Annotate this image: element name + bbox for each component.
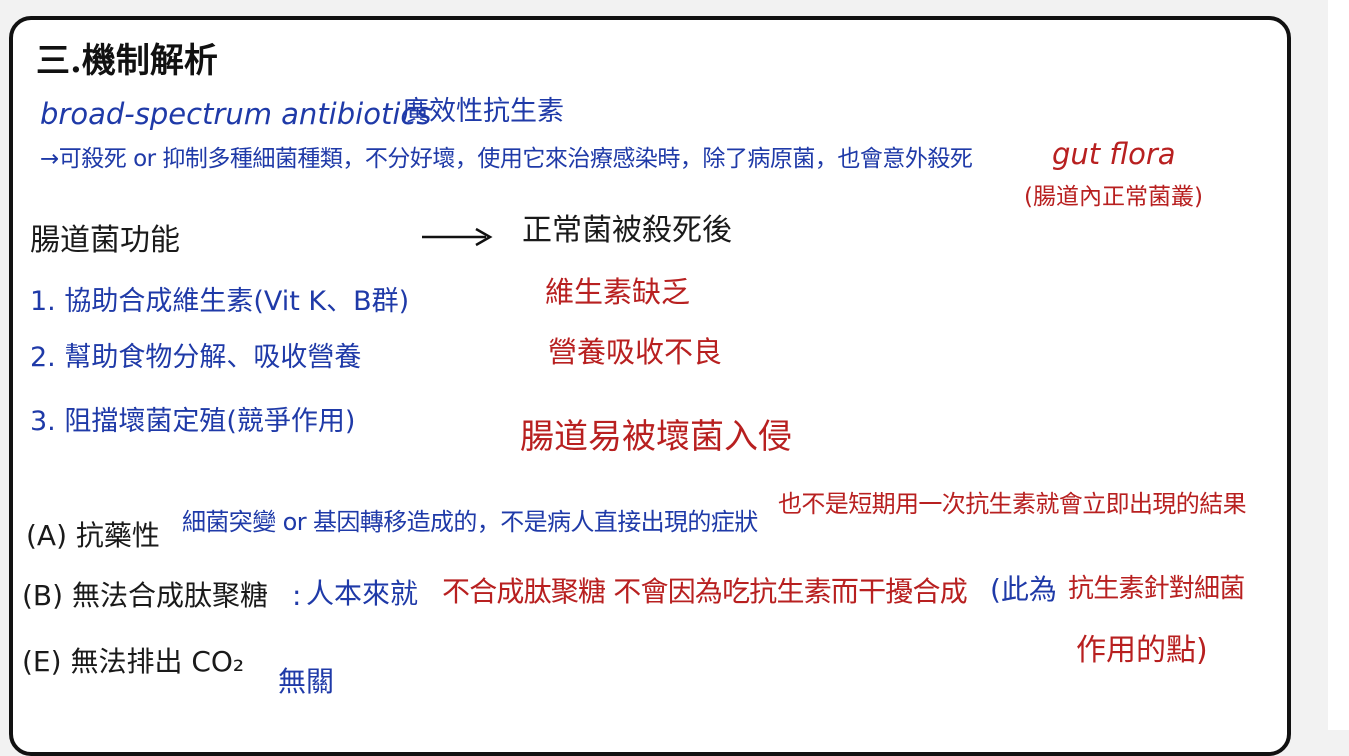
option-b-red-text-2: 抗生素針對細菌 bbox=[1068, 574, 1245, 604]
page: 三.機制解析 broad-spectrum antibiotics 廣效性抗生素… bbox=[9, 0, 1349, 756]
option-a-note: 也不是短期用一次抗生素就會立即出現的結果 bbox=[778, 490, 1247, 518]
option-b-label: (B) 無法合成肽聚糖 bbox=[22, 579, 268, 612]
scroll-gutter bbox=[1328, 0, 1349, 730]
option-e-label: (E) 無法排出 CO₂ bbox=[22, 645, 245, 678]
antibiotic-term: broad-spectrum antibiotics bbox=[40, 97, 432, 131]
option-b-red-text: 不合成肽聚糖 不會因為吃抗生素而干擾合成 bbox=[442, 575, 968, 608]
option-a-explanation: 細菌突變 or 基因轉移造成的，不是病人直接出現的症狀 bbox=[182, 508, 758, 536]
function-2: 2. 幫助食物分解、吸收營養 bbox=[30, 342, 362, 373]
option-b-text-2: (此為 bbox=[990, 573, 1057, 606]
option-a-label: (A) 抗藥性 bbox=[26, 519, 160, 552]
antibiotic-term-cn: 廣效性抗生素 bbox=[402, 96, 564, 127]
function-3: 3. 阻擋壞菌定殖(競爭作用) bbox=[30, 406, 356, 437]
arrow-icon bbox=[422, 227, 493, 247]
option-b-red-text-3: 作用的點) bbox=[1076, 633, 1208, 668]
section-title: 三.機制解析 bbox=[36, 41, 218, 81]
effect-3: 腸道易被壞菌入侵 bbox=[520, 417, 792, 457]
option-e-note: 無關 bbox=[278, 665, 335, 698]
function-1: 1. 協助合成維生素(Vit K、B群) bbox=[30, 286, 410, 317]
effect-1: 維生素缺乏 bbox=[545, 275, 691, 309]
note-card bbox=[9, 16, 1291, 756]
gut-flora-term: gut flora bbox=[1052, 137, 1176, 171]
left-column-header: 腸道菌功能 bbox=[30, 223, 180, 258]
option-b-colon: : bbox=[292, 579, 302, 612]
intro-description: →可殺死 or 抑制多種細菌種類，不分好壞，使用它來治療感染時，除了病原菌，也會… bbox=[40, 146, 973, 172]
gut-flora-note: (腸道內正常菌叢) bbox=[1024, 184, 1203, 210]
right-column-header: 正常菌被殺死後 bbox=[522, 213, 732, 248]
effect-2: 營養吸收不良 bbox=[548, 335, 723, 369]
option-b-text-1: 人本來就 bbox=[306, 577, 419, 610]
